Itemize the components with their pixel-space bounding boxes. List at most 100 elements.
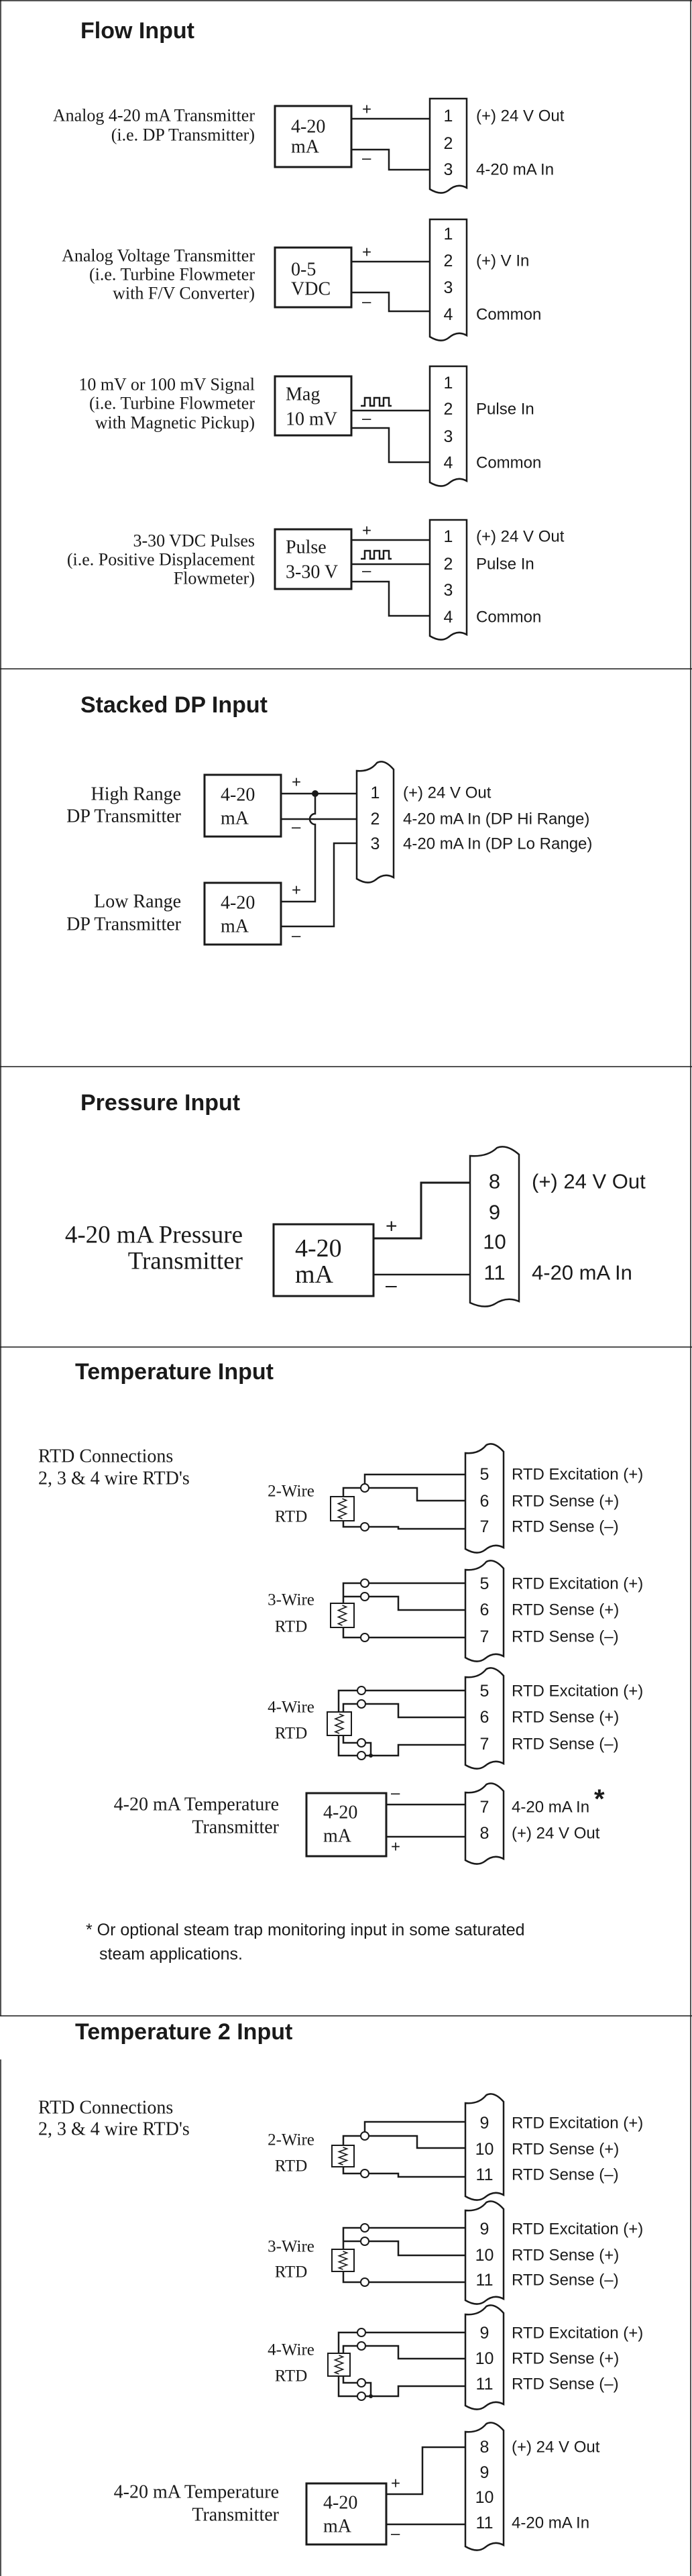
terminal-number: 2 [444, 134, 453, 153]
device-label: (i.e. Positive Displacement [67, 550, 255, 570]
device-label: Low Range [94, 892, 181, 912]
terminal-label: Pulse In [476, 555, 534, 574]
box-label: 4-20 [291, 117, 325, 138]
terminal-post-icon [357, 2392, 366, 2401]
terminal-number: 10 [475, 2488, 494, 2507]
wire [351, 291, 430, 313]
terminal-strip [464, 2093, 505, 2201]
terminal-post-icon [360, 2237, 369, 2246]
pulse-signal-icon [361, 549, 392, 560]
minus-sign: – [362, 562, 371, 580]
wire [369, 1595, 465, 1611]
terminal-number: 4 [444, 608, 453, 627]
wire [342, 1521, 361, 1528]
terminal-number: 9 [489, 1201, 500, 1224]
terminal-label: RTD Excitation (+) [512, 2220, 643, 2239]
terminal-number: 4 [444, 305, 453, 324]
resistor-icon [337, 2147, 349, 2165]
terminal-label: RTD Sense (+) [512, 2141, 619, 2159]
terminal-number: 3 [371, 835, 380, 853]
minus-sign: – [362, 293, 371, 311]
terminal-label: Common [476, 454, 541, 472]
wire [386, 2446, 465, 2496]
terminal-label: Common [476, 306, 541, 324]
terminal-post-icon [357, 2378, 366, 2387]
plus-sign: + [391, 2475, 400, 2493]
terminal-strip [428, 365, 468, 487]
transmitter-box [272, 1223, 375, 1297]
rtd-heading: RTD Connections [38, 1446, 173, 1467]
terminal-number: 1 [444, 374, 453, 392]
terminal-label: RTD Sense (+) [512, 2247, 619, 2265]
terminal-label: (+) 24 V Out [532, 1170, 646, 1193]
terminal-number: 8 [480, 2438, 489, 2457]
wire [342, 1487, 361, 1497]
wire [351, 580, 430, 617]
rtd-type-label: RTD [275, 1725, 308, 1743]
terminal-post-icon [357, 1686, 366, 1695]
terminal-number: 11 [476, 2165, 494, 2184]
terminal-post-icon [357, 2341, 366, 2351]
terminal-number: 3 [444, 160, 453, 179]
terminal-strip [428, 218, 468, 341]
terminal-label: RTD Excitation (+) [512, 2324, 643, 2343]
wire [365, 2345, 465, 2360]
terminal-label: RTD Sense (+) [512, 2350, 619, 2368]
terminal-label: RTD Excitation (+) [512, 1575, 643, 1593]
terminal-post-icon [357, 1738, 366, 1748]
terminal-number: 5 [480, 1465, 489, 1484]
section-title: Temperature Input [75, 1359, 274, 1385]
terminal-label: RTD Excitation (+) [512, 2114, 643, 2133]
terminal-number: 7 [480, 1798, 489, 1817]
terminal-label: RTD Excitation (+) [512, 1466, 643, 1484]
device-label: DP Transmitter [66, 806, 182, 827]
minus-sign: – [292, 818, 301, 837]
rtd-type-label: RTD [275, 1618, 308, 1636]
terminal-label: RTD Sense (+) [512, 1709, 619, 1727]
terminal-post-icon [357, 2328, 366, 2337]
rtd-type-label: 3-Wire [268, 1591, 314, 1609]
transmitter-box [274, 528, 353, 590]
terminal-post-icon [360, 1483, 369, 1493]
terminal-number: 11 [476, 2514, 494, 2532]
box-label: Mag [286, 384, 320, 405]
wire [369, 2135, 465, 2149]
terminal-label: RTD Sense (–) [512, 2166, 619, 2184]
device-label: 4-20 mA Pressure [65, 1222, 243, 1249]
terminal-number: 9 [480, 2324, 489, 2343]
box-label: VDC [291, 279, 331, 300]
terminal-number: 7 [480, 1517, 489, 1536]
box-label: 4-20 [295, 1234, 342, 1263]
terminal-strip [428, 97, 468, 194]
wire [363, 1473, 465, 1484]
terminal-post-icon [357, 1751, 366, 1760]
device-label: (i.e. Turbine Flowmeter [89, 265, 255, 284]
minus-sign: – [362, 150, 371, 168]
terminal-post-icon [360, 1592, 369, 1601]
rtd-heading: RTD Connections [38, 2098, 173, 2118]
rtd-type-label: RTD [275, 2367, 308, 2385]
junction-dot-icon [369, 2394, 373, 2398]
terminal-label: RTD Sense (–) [512, 1628, 619, 1646]
plus-sign: + [386, 1216, 398, 1238]
terminal-post-icon [360, 2277, 369, 2287]
terminal-label: (+) 24 V Out [476, 528, 565, 546]
terminal-label: (+) V In [476, 252, 529, 270]
transmitter-box-low [203, 881, 282, 946]
wire [351, 427, 430, 464]
rtd-type-label: 3-Wire [268, 2238, 314, 2256]
box-label: 0-5 [291, 260, 316, 280]
terminal-number: 7 [480, 1735, 489, 1754]
terminal-number: 10 [475, 2349, 494, 2368]
transmitter-box [305, 2482, 388, 2546]
terminal-number: 2 [444, 400, 453, 419]
terminal-strip [464, 1667, 505, 1770]
terminal-number: 10 [475, 2246, 494, 2265]
terminal-strip [464, 2422, 505, 2551]
wire [342, 2167, 361, 2175]
wire [365, 2381, 372, 2396]
terminal-strip [464, 2304, 505, 2410]
rtd-type-label: 4-Wire [268, 2341, 314, 2359]
device-label: Analog Voltage Transmitter [62, 246, 255, 266]
terminal-number: 3 [444, 427, 453, 446]
